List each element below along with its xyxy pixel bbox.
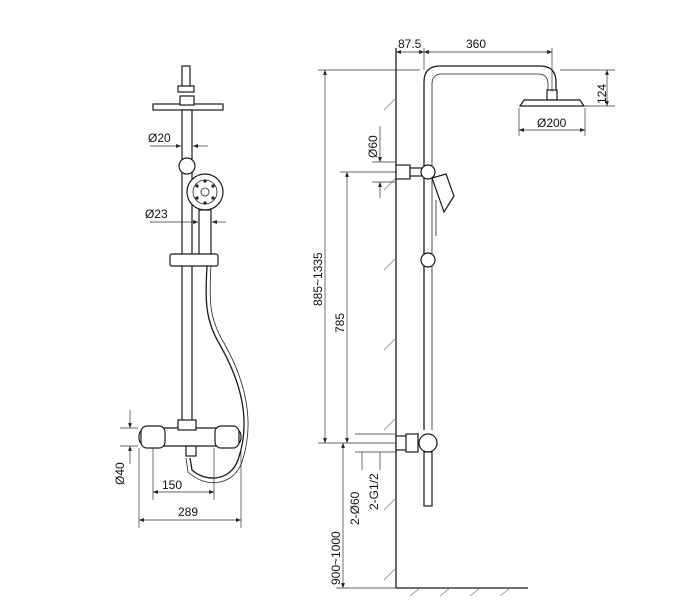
dim-escutcheon-diameter: 2-Ø60	[348, 491, 362, 525]
side-view: 87.5 360 124 Ø200 Ø60 885~1335 785 2-Ø60	[311, 37, 615, 597]
mixer-left-knob	[140, 425, 166, 449]
handshower-head	[186, 173, 224, 211]
dim-inlet-spacing: 150	[162, 478, 182, 492]
mixer-bottom-outlet	[185, 445, 197, 457]
front-holder-ring	[178, 157, 196, 175]
dim-arm-length: 360	[466, 37, 486, 51]
front-view: Ø20 Ø23 Ø40 150 289	[113, 65, 249, 528]
dim-wall-offset: 87.5	[398, 37, 422, 51]
dim-head-diameter: Ø200	[537, 116, 567, 130]
wall-hatch	[383, 97, 397, 581]
dim-pipe-diameter: Ø20	[148, 131, 171, 145]
side-rain-head	[518, 99, 586, 107]
side-handshower	[431, 173, 455, 214]
hose	[189, 265, 245, 479]
floor-hatch	[409, 587, 511, 597]
dim-holder-diameter: Ø60	[366, 135, 380, 158]
side-slider	[420, 252, 436, 268]
mixer-right-knob	[214, 425, 240, 449]
mixer-top-outlet	[177, 419, 197, 431]
dim-install-height: 900~1000	[329, 531, 343, 585]
side-riser-arm	[423, 65, 557, 430]
side-wall-bracket	[395, 164, 411, 180]
side-outlet-pipe	[423, 451, 433, 507]
dim-head-height: 124	[595, 84, 609, 104]
top-nut	[177, 85, 195, 93]
side-mixer-nut	[405, 433, 419, 453]
handshower-handle	[198, 209, 212, 256]
dim-handshower-diameter: Ø23	[145, 207, 168, 221]
side-bracket-clamp	[420, 164, 436, 180]
top-connector	[181, 65, 191, 89]
side-mixer-body	[418, 433, 438, 453]
dim-mixer-diameter: Ø40	[113, 462, 127, 485]
dim-inlet-thread: 2-G1/2	[367, 473, 381, 510]
dim-slide-height: 785	[333, 313, 347, 333]
slide-holder	[169, 253, 219, 267]
head-connector	[179, 95, 195, 106]
dim-riser-height: 885~1335	[311, 252, 325, 306]
dim-mixer-width: 289	[178, 505, 198, 519]
